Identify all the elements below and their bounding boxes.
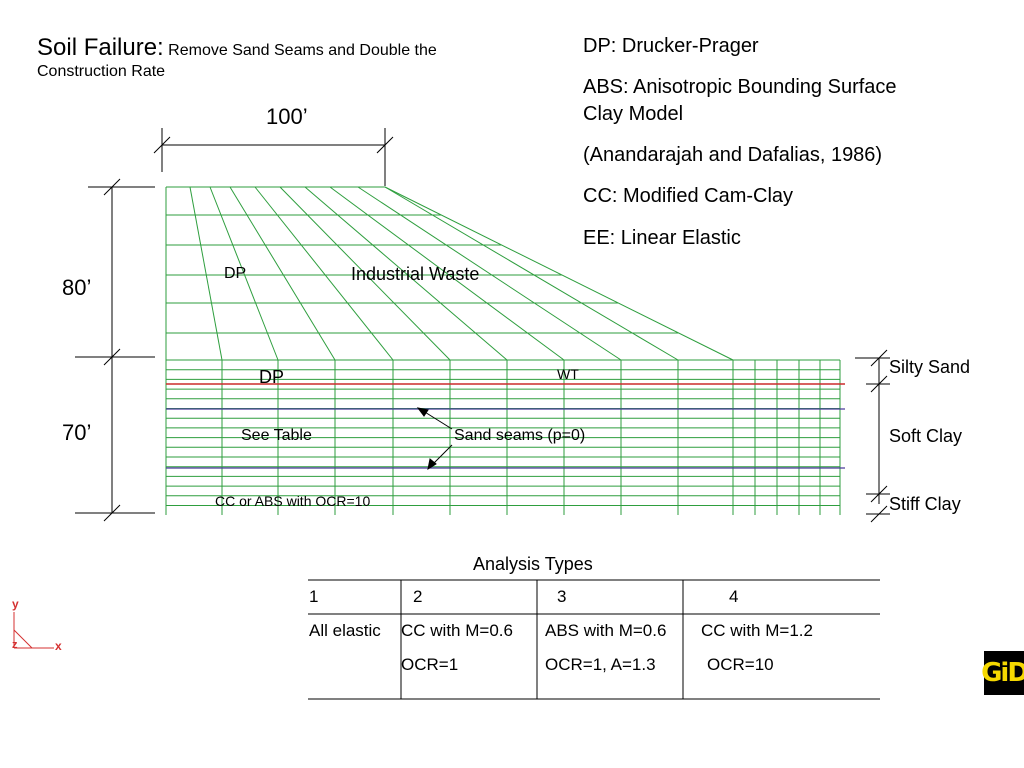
arrow-lower-head	[427, 458, 437, 471]
axis-label-y: y	[12, 597, 19, 611]
legend-item-abs: ABS: Anisotropic Bounding Surface	[583, 76, 897, 98]
label-sand-seams: Sand seams (p=0)	[454, 427, 586, 444]
label-dp-embankment: DP	[224, 265, 247, 282]
table-header-cell: 3	[557, 587, 567, 606]
mesh-embankment-column	[384, 186, 679, 361]
axis-label-z: z	[12, 639, 18, 651]
table-header-cell: 1	[309, 587, 319, 606]
pointer-arrows	[416, 407, 453, 471]
mesh-embankment-column	[254, 186, 394, 361]
coordinate-axes-icon	[13, 612, 54, 649]
layer-label-soft-clay: Soft Clay	[889, 426, 963, 446]
axis-z-line	[13, 629, 33, 649]
height-tick-top	[103, 178, 121, 196]
layer-tick-bottom	[870, 505, 888, 523]
label-dp-foundation: DP	[259, 367, 285, 387]
axis-label-x: x	[55, 639, 62, 653]
layer-label-stiff-clay: Stiff Clay	[889, 494, 961, 514]
table-row: All elastic CC with M=0.6 ABS with M=0.6…	[307, 614, 907, 648]
analysis-table-title: Analysis Types	[473, 554, 593, 574]
page-title: Soil Failure: Remove Sand Seams and Doub…	[37, 34, 437, 62]
layer-tick-clay	[870, 485, 888, 503]
legend-item-reference: (Anandarajah and Dafalias, 1986)	[583, 144, 883, 166]
table-cell: CC with M=1.2	[701, 621, 813, 640]
mesh-embankment-column	[189, 186, 223, 361]
title-subtitle-line2: Construction Rate	[37, 63, 166, 80]
table-cell: CC with M=0.6	[401, 621, 513, 640]
mesh-embankment-column	[357, 186, 622, 361]
arrow-upper-head	[416, 407, 429, 417]
dimension-lines	[75, 128, 890, 523]
table-row: 1 2 3 4	[307, 580, 907, 614]
height-upper-label: 80’	[62, 275, 92, 300]
analysis-types-table: 1 2 3 4 All elastic CC with M=0.6 ABS wi…	[307, 580, 907, 682]
analysis-table-rules	[308, 579, 880, 700]
title-main: Soil Failure:	[37, 34, 164, 61]
label-see-table: See Table	[241, 427, 312, 444]
layer-tick-sand	[870, 375, 888, 393]
mesh-embankment-column	[329, 186, 565, 361]
legend-item-cc: CC: Modified Cam-Clay	[583, 185, 794, 207]
width-tick-left	[153, 136, 171, 154]
height-lower-label: 70’	[62, 420, 92, 445]
table-row: OCR=1 OCR=1, A=1.3 OCR=10	[307, 648, 907, 682]
table-cell: All elastic	[309, 621, 381, 640]
width-tick-right	[376, 136, 394, 154]
table-cell: OCR=10	[707, 655, 774, 674]
water-table-and-seams	[166, 383, 845, 469]
gid-logo-text: GiD	[981, 658, 1024, 688]
height-tick-mid	[103, 348, 121, 366]
mesh-embankment-column	[279, 186, 451, 361]
label-water-table: WT	[557, 366, 579, 382]
table-cell: OCR=1, A=1.3	[545, 655, 656, 674]
mesh-embankment-column	[209, 186, 279, 361]
legend-item-dp: DP: Drucker-Prager	[583, 35, 759, 57]
legend-item-ee: EE: Linear Elastic	[583, 227, 741, 249]
table-header-cell: 4	[729, 587, 739, 606]
mesh-embankment-slope	[384, 186, 734, 361]
layer-label-silty-sand: Silty Sand	[889, 357, 971, 377]
label-cc-abs: CC or ABS with OCR=10	[215, 493, 371, 509]
layer-tick-top	[870, 349, 888, 367]
height-tick-bottom	[103, 504, 121, 522]
mesh-embankment-column	[229, 186, 336, 361]
mesh-embankment-column	[304, 186, 508, 361]
table-cell: ABS with M=0.6	[545, 621, 667, 640]
legend-item-abs-cont: Clay Model	[583, 103, 684, 125]
width-dimension-label: 100’	[266, 104, 308, 129]
title-subtitle: Remove Sand Seams and Double the	[168, 42, 437, 59]
label-industrial-waste: Industrial Waste	[351, 264, 480, 284]
table-header-cell: 2	[413, 587, 423, 606]
finite-element-mesh	[165, 186, 841, 515]
table-cell: OCR=1	[401, 655, 459, 674]
gid-logo: GiD	[981, 651, 1024, 695]
